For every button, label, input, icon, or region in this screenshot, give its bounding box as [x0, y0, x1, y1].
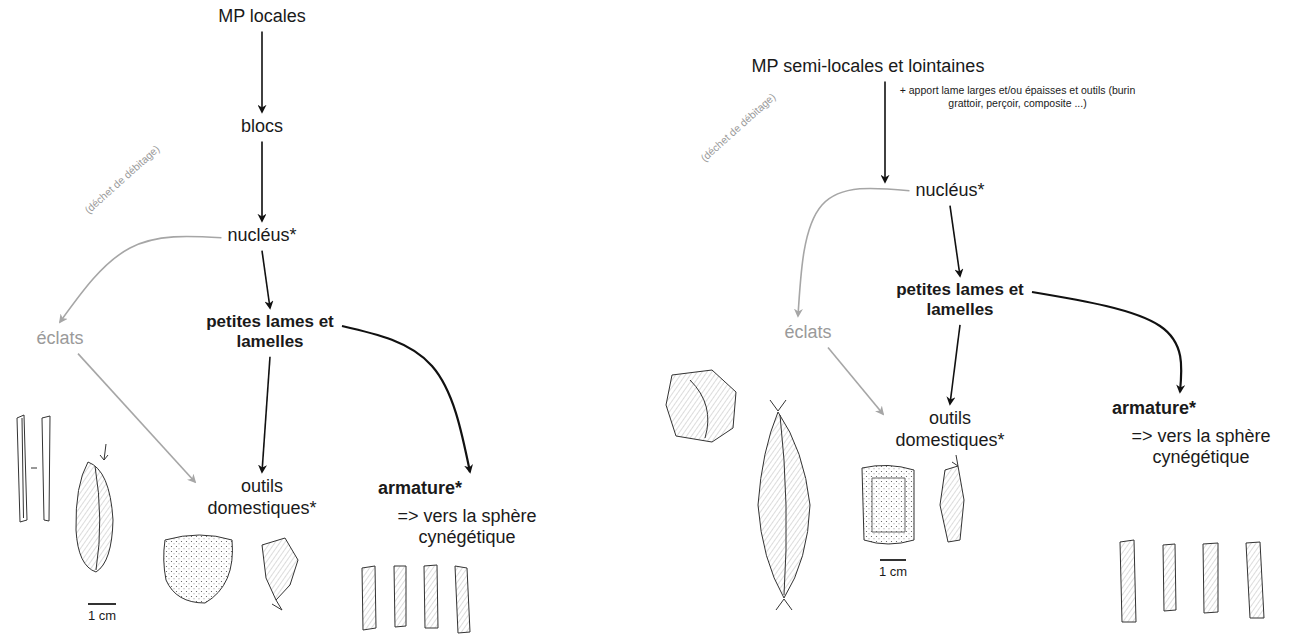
flow-node: nucléus* [915, 180, 984, 202]
bladelet-drawing [17, 415, 27, 522]
node-label: petites lames et lamelles [204, 312, 336, 353]
flow-arrow [884, 82, 886, 182]
composite-tool-drawing [758, 412, 810, 598]
bladelet-drawing [42, 416, 50, 521]
armature-drawing [1120, 540, 1136, 622]
node-label: outils domestiques* [887, 408, 1013, 451]
flow-node: petites lames et lamelles [204, 312, 336, 353]
node-label: outils domestiques* [199, 476, 325, 519]
flow-node: outils domestiques* [199, 476, 325, 519]
flow-node: nucléus* [227, 225, 296, 247]
edge-label: (déchet de débitage) [698, 91, 778, 165]
flow-node: éclats [784, 322, 831, 344]
scale-label: 1 cm [879, 564, 907, 579]
flow-arrow [60, 236, 221, 322]
flow-arrow [798, 188, 909, 316]
flow-node: blocs [241, 116, 283, 138]
node-label: blocs [241, 116, 283, 138]
armature-drawing [455, 566, 470, 633]
end-scraper-drawing [862, 465, 914, 544]
flow-arrow [1032, 292, 1181, 392]
edge-label: + apport lame larges et/ou épaisses et o… [895, 84, 1140, 110]
flow-node: petites lames et lamelles [894, 280, 1026, 321]
node-label: armature* [1112, 398, 1290, 420]
flow-node: éclats [36, 328, 83, 350]
scale-label: 1 cm [88, 608, 116, 623]
edge-label: (déchet de débitage) [82, 143, 162, 217]
flow-node: MP locales [218, 6, 306, 28]
flow-arrow [950, 206, 960, 276]
armature-drawing [1203, 543, 1218, 613]
flow-arrow [342, 326, 470, 472]
burin-drawing [76, 462, 113, 572]
node-note: => vers la sphère cynégétique [1112, 426, 1290, 469]
armature-drawing [362, 566, 376, 630]
node-label: armature* [378, 478, 556, 500]
flow-node: armature* => vers la sphère cynégétique [378, 478, 556, 549]
armature-drawing [394, 566, 406, 627]
borer-drawing [262, 538, 298, 600]
node-label: petites lames et lamelles [894, 280, 1026, 321]
armature-drawing [1163, 544, 1176, 611]
node-label: éclats [784, 322, 831, 344]
flow-arrow [950, 325, 960, 404]
flow-arrow [78, 354, 195, 482]
flow-arrow [261, 142, 263, 221]
flow-arrow [261, 32, 263, 112]
flow-arrow [262, 357, 270, 472]
node-label: nucléus* [915, 180, 984, 202]
flow-node: outils domestiques* [887, 408, 1013, 451]
node-label: éclats [36, 328, 83, 350]
node-label: nucléus* [227, 225, 296, 247]
node-label: MP semi-locales et lointaines [752, 56, 985, 78]
flow-arrow [262, 251, 270, 308]
armature-drawing [424, 565, 438, 628]
burin-drawing [940, 466, 964, 542]
flow-node: armature* => vers la sphère cynégétique [1112, 398, 1290, 469]
flake-drawing [666, 370, 736, 442]
flow-node: MP semi-locales et lointaines [752, 56, 985, 78]
node-note: => vers la sphère cynégétique [378, 506, 556, 549]
flow-arrow [828, 348, 883, 414]
node-label: MP locales [218, 6, 306, 28]
armature-drawing [1246, 542, 1264, 618]
scraper-drawing [164, 535, 233, 603]
